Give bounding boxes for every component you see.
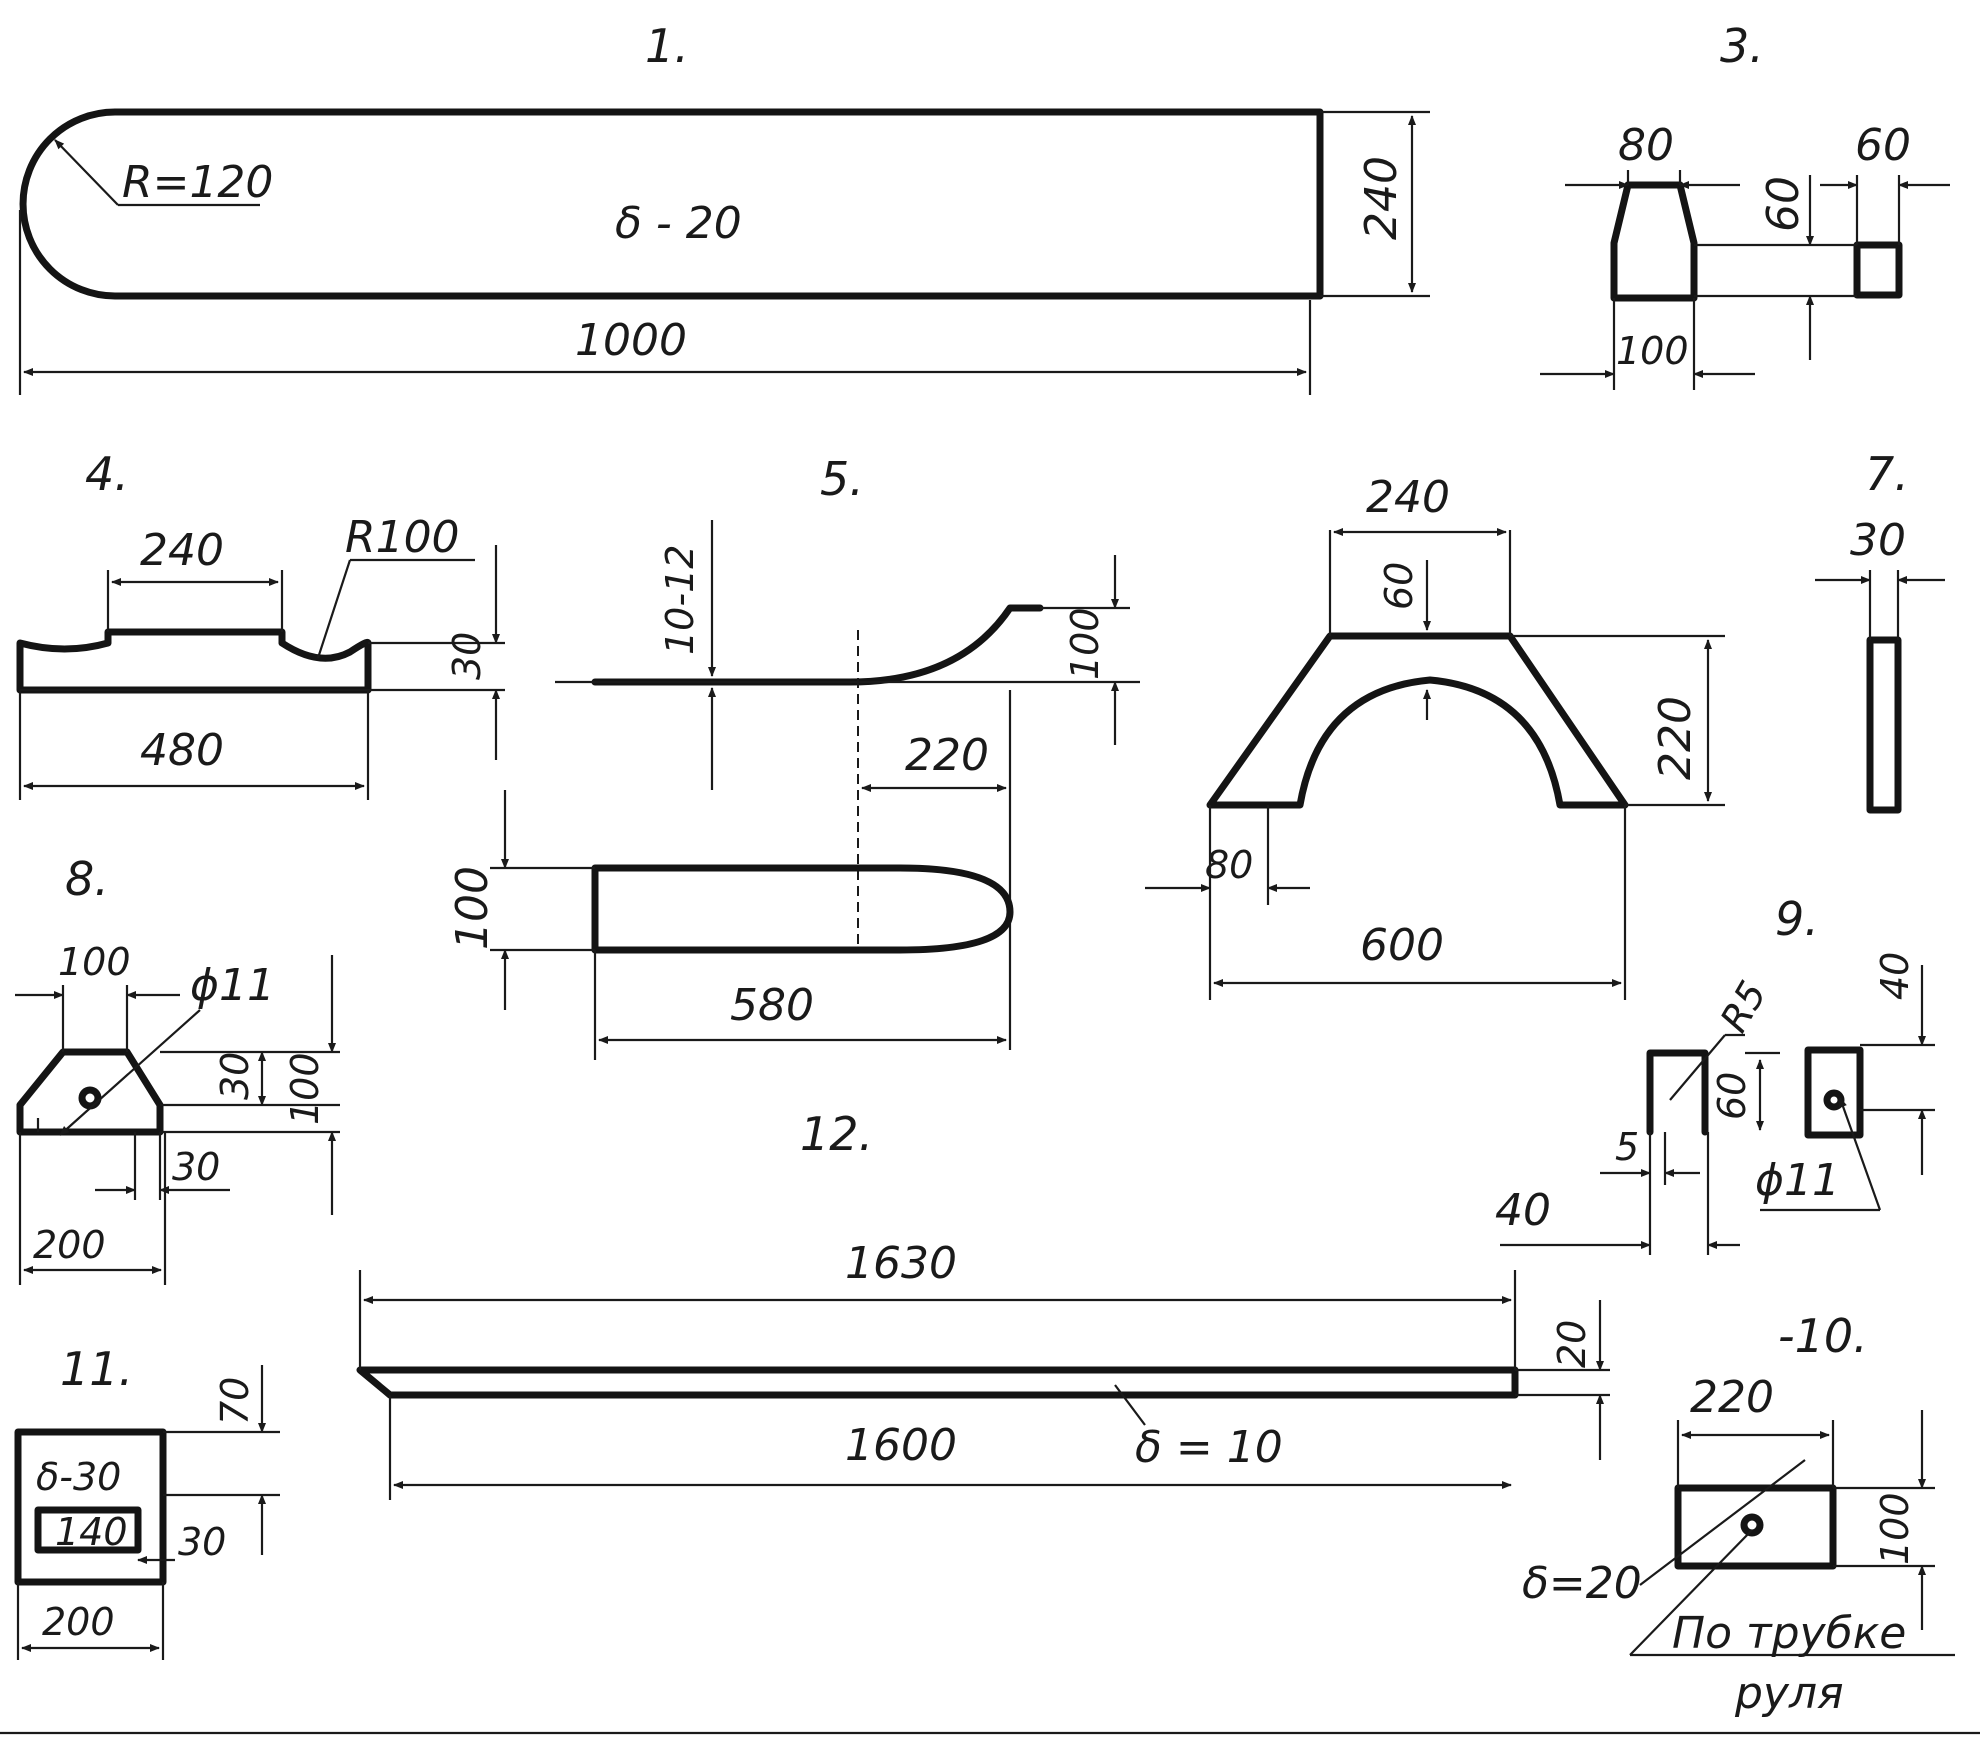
part-3-top-width-label: 80: [1618, 120, 1674, 171]
part-1-radius-label: R=120: [122, 157, 273, 208]
part-arch-crown-label: 60: [1377, 562, 1421, 610]
part-8-step-label: 30: [172, 1145, 220, 1189]
part-9-hole: [1823, 1089, 1845, 1111]
part-arch-top-width-label: 240: [1366, 472, 1450, 523]
part-9-hole-label: ϕ11: [1755, 1155, 1840, 1206]
part-11-thickness-label: δ-30: [36, 1455, 121, 1499]
part-8-number: 8.: [65, 852, 109, 906]
part-7-width-label: 30: [1850, 515, 1906, 566]
part-11-slot-height-label: 30: [178, 1520, 226, 1564]
part-5-number: 5.: [820, 452, 864, 506]
part-1-outline: [19, 108, 1324, 300]
part-4-length-label: 480: [140, 725, 224, 776]
part-12-total-length-label: 1630: [845, 1238, 957, 1289]
part-12-bar: [356, 1366, 1519, 1399]
part-5: 5. 10-12 100 220 100 580: [447, 452, 1140, 1060]
part-1-thickness-label: δ - 20: [615, 198, 742, 249]
part-8-top-width-label: 100: [58, 940, 131, 984]
part-3-side-view: [1853, 241, 1903, 299]
part-4-number: 4.: [85, 447, 129, 501]
part-3-bottom-width-label: 100: [1616, 329, 1689, 373]
part-arch-width-label: 600: [1360, 920, 1444, 971]
part-4-top-width-label: 240: [140, 525, 224, 576]
part-5-width-label: 100: [447, 866, 498, 950]
part-9-number: 9.: [1775, 892, 1819, 946]
part-12-number: 12.: [800, 1107, 873, 1161]
part-4-outline: [16, 628, 372, 694]
part-10-note-line-2: руля: [1734, 1668, 1844, 1719]
part-10: -10. 220 100 δ=20 По трубке руля: [1522, 1309, 1955, 1719]
part-11: 11. 70 δ-30 140 30 200: [14, 1342, 280, 1660]
part-5-thickness-label: 10-12: [658, 545, 702, 655]
part-3-side-width-label: 60: [1855, 120, 1911, 171]
part-12: 12. 1630 20 1600 δ = 10: [356, 1107, 1610, 1500]
part-1-radius-leader: [54, 139, 119, 206]
part-1-height-label: 240: [1356, 156, 1407, 240]
part-arch-outline: [1206, 632, 1629, 809]
part-7-bar: [1866, 636, 1902, 814]
part-11-length-label: 200: [42, 1600, 115, 1644]
part-10-width-label: 220: [1690, 1372, 1774, 1423]
part-arch: 240 60 220 80 600: [1145, 472, 1725, 1000]
part-10-hole: [1740, 1513, 1764, 1537]
part-1: 1. 240 1000 R=120 δ - 20: [18, 19, 1430, 395]
part-11-slot-label: 140: [55, 1510, 128, 1554]
part-1-length-label: 1000: [575, 315, 687, 366]
part-11-number: 11.: [60, 1342, 133, 1396]
part-5-rise-label: 100: [1063, 607, 1107, 680]
part-8-length-label: 200: [33, 1223, 106, 1267]
part-9-radius-label: R5: [1712, 974, 1775, 1040]
part-8-height-label: 100: [283, 1052, 327, 1125]
part-10-height-label: 100: [1873, 1492, 1917, 1565]
part-9: 9. R5 40 60 5 40 ϕ11: [1495, 892, 1935, 1255]
part-3-height-label: 60: [1758, 176, 1809, 232]
part-9-height-label: 60: [1710, 1072, 1754, 1120]
part-4: 4. 240 R100 30 480: [16, 447, 505, 800]
part-10-number: -10.: [1778, 1309, 1868, 1363]
part-3-number: 3.: [1720, 19, 1764, 73]
part-4-radius-label: R100: [345, 512, 460, 563]
part-3-front-view: [1610, 181, 1698, 302]
part-9-bracket: [1646, 1049, 1709, 1136]
part-10-note-line-1: По трубке: [1672, 1608, 1906, 1659]
part-8-hole: [78, 1086, 102, 1110]
part-1-number: 1.: [645, 19, 689, 73]
part-11-inner-slot: [34, 1506, 142, 1554]
part-8: 8. 100 ϕ11 30 100 30 200: [15, 852, 340, 1285]
part-8-hole-leader: [59, 1009, 201, 1136]
part-3: 3. 80 60 60 100: [1540, 19, 1950, 390]
part-8-hole-label: ϕ11: [190, 960, 275, 1011]
part-5-plan-view: [591, 864, 1014, 954]
part-9-width-label: 40: [1495, 1185, 1551, 1236]
part-11-top-label: 70: [213, 1377, 257, 1425]
part-7: 7. 30: [1815, 447, 1945, 814]
part-12-height-label: 20: [1550, 1320, 1594, 1368]
part-10-note-leader: [1629, 1529, 1753, 1656]
part-9-side-view: [1804, 1046, 1864, 1139]
part-arch-height-label: 220: [1650, 696, 1701, 780]
part-9-hole-leader: [1838, 1097, 1882, 1211]
part-10-thickness-label: δ=20: [1522, 1558, 1642, 1609]
part-8-chamfer-label: 30: [213, 1052, 257, 1100]
part-arch-foot-label: 80: [1205, 843, 1253, 887]
part-12-thickness-label: δ = 10: [1135, 1422, 1283, 1473]
part-5-length-label: 580: [730, 980, 814, 1031]
part-11-outer-block: [14, 1428, 167, 1586]
part-7-number: 7.: [1865, 447, 1909, 501]
part-5-offset-label: 220: [905, 730, 989, 781]
part-10-plate: [1674, 1484, 1837, 1570]
part-4-thickness-label: 30: [445, 632, 489, 680]
part-9-top-label: 40: [1873, 952, 1917, 1000]
part-9-wall-label: 5: [1615, 1125, 1639, 1169]
part-12-length-label: 1600: [845, 1420, 957, 1471]
